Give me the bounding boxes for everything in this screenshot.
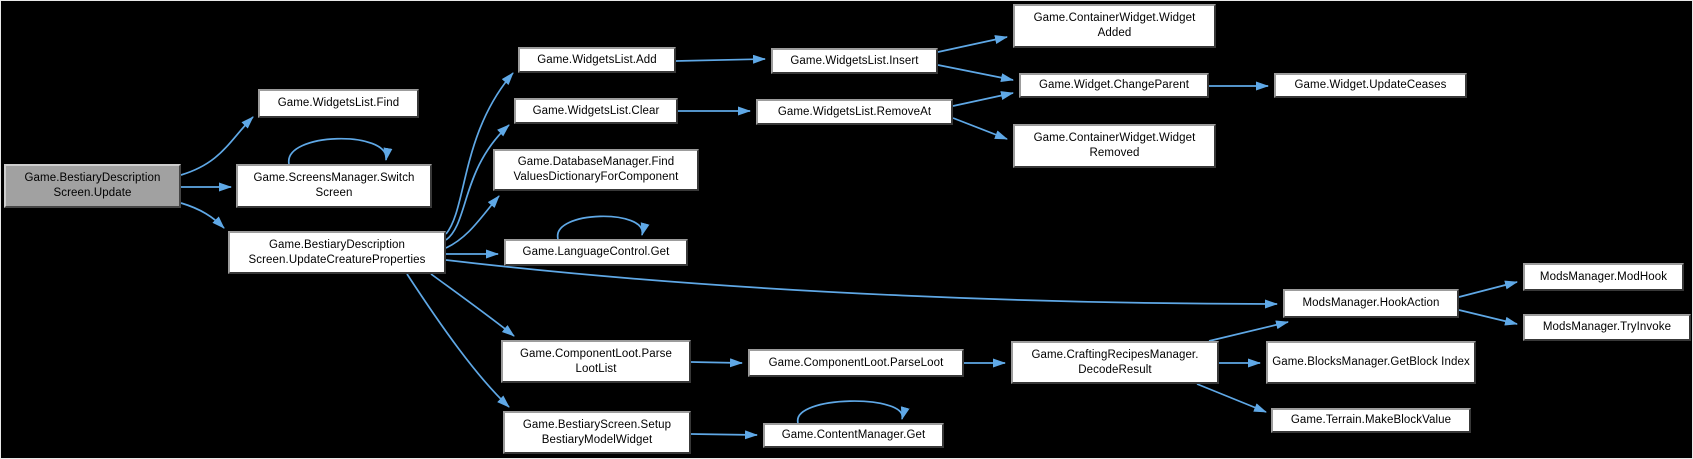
edge-ucp-clear [445, 124, 510, 241]
node-terrain-makeblockvalue[interactable]: Game.Terrain.MakeBlockValue [1271, 408, 1471, 433]
node-widgetslist-insert[interactable]: Game.WidgetsList.Insert [771, 48, 938, 74]
node-widget-changeparent[interactable]: Game.Widget.ChangeParent [1019, 73, 1209, 98]
edge-ucp-parse-loot-list [430, 273, 515, 337]
edge-ucp-setup-bestiary [406, 273, 510, 408]
edge-remove-at-change-parent [952, 91, 1014, 107]
edge-content-get-self-loop [797, 400, 910, 424]
edge-decode-result-make-block-value [1196, 383, 1267, 413]
edge-ucp-hook-action [445, 259, 1278, 309]
edge-ucp-db-find [445, 195, 500, 249]
edge-insert-change-parent [937, 64, 1014, 83]
node-screensmanager-switchscreen[interactable]: Game.ScreensManager.Switch Screen [236, 164, 432, 208]
node-widget-updateceases[interactable]: Game.Widget.UpdateCeases [1274, 73, 1467, 98]
edge-update-ucp [180, 202, 225, 229]
node-widgetslist-find[interactable]: Game.WidgetsList.Find [258, 89, 419, 118]
node-containerwidget-widgetadded[interactable]: Game.ContainerWidget.Widget Added [1013, 4, 1216, 48]
node-widgetslist-removeat[interactable]: Game.WidgetsList.RemoveAt [756, 99, 953, 125]
node-blocksmanager-getblockindex[interactable]: Game.BlocksManager.GetBlock Index [1266, 341, 1476, 384]
edge-update-find [180, 116, 254, 176]
node-widgetslist-add[interactable]: Game.WidgetsList.Add [518, 47, 676, 73]
node-bestiarydescriptionscreen-update[interactable]: Game.BestiaryDescription Screen.Update [4, 164, 181, 208]
node-modsmanager-modhook[interactable]: ModsManager.ModHook [1523, 263, 1684, 291]
node-bestiaryscreen-setupbestiarymodelwidget[interactable]: Game.BestiaryScreen.Setup BestiaryModelW… [503, 411, 691, 454]
node-contentmanager-get[interactable]: Game.ContentManager.Get [763, 423, 944, 448]
edge-setup-bestiary-content-get [690, 430, 758, 440]
edge-lang-get-self-loop [557, 215, 650, 240]
node-craftingrecipesmanager-decoderesult[interactable]: Game.CraftingRecipesManager. DecodeResul… [1011, 341, 1219, 384]
edge-insert-widget-added [937, 35, 1008, 53]
node-databasemanager-findvaluesdictionaryforcomponent[interactable]: Game.DatabaseManager.Find ValuesDictiona… [493, 149, 699, 191]
edge-decode-result-hook-action [1208, 320, 1289, 342]
node-bestiarydescriptionscreen-updatecreatureproperties[interactable]: Game.BestiaryDescription Screen.UpdateCr… [228, 231, 446, 274]
edge-hook-action-try-invoke [1458, 309, 1518, 326]
edge-parse-loot-list-parse-loot [690, 358, 743, 368]
node-componentloot-parselootlist[interactable]: Game.ComponentLoot.Parse LootList [501, 340, 691, 383]
node-modsmanager-hookaction[interactable]: ModsManager.HookAction [1283, 289, 1459, 318]
node-widgetslist-clear[interactable]: Game.WidgetsList.Clear [514, 98, 678, 124]
node-componentloot-parseloot[interactable]: Game.ComponentLoot.ParseLoot [748, 349, 964, 377]
edge-remove-at-widget-removed [952, 117, 1008, 140]
node-containerwidget-widgetremoved[interactable]: Game.ContainerWidget.Widget Removed [1013, 124, 1216, 168]
node-languagecontrol-get[interactable]: Game.LanguageControl.Get [504, 239, 688, 266]
edge-ucp-add [445, 72, 514, 235]
node-modsmanager-tryinvoke[interactable]: ModsManager.TryInvoke [1523, 314, 1691, 341]
edge-hook-action-mod-hook [1458, 280, 1518, 298]
edge-add-insert [675, 54, 766, 64]
edge-switch-screen-self-loop [288, 137, 393, 165]
